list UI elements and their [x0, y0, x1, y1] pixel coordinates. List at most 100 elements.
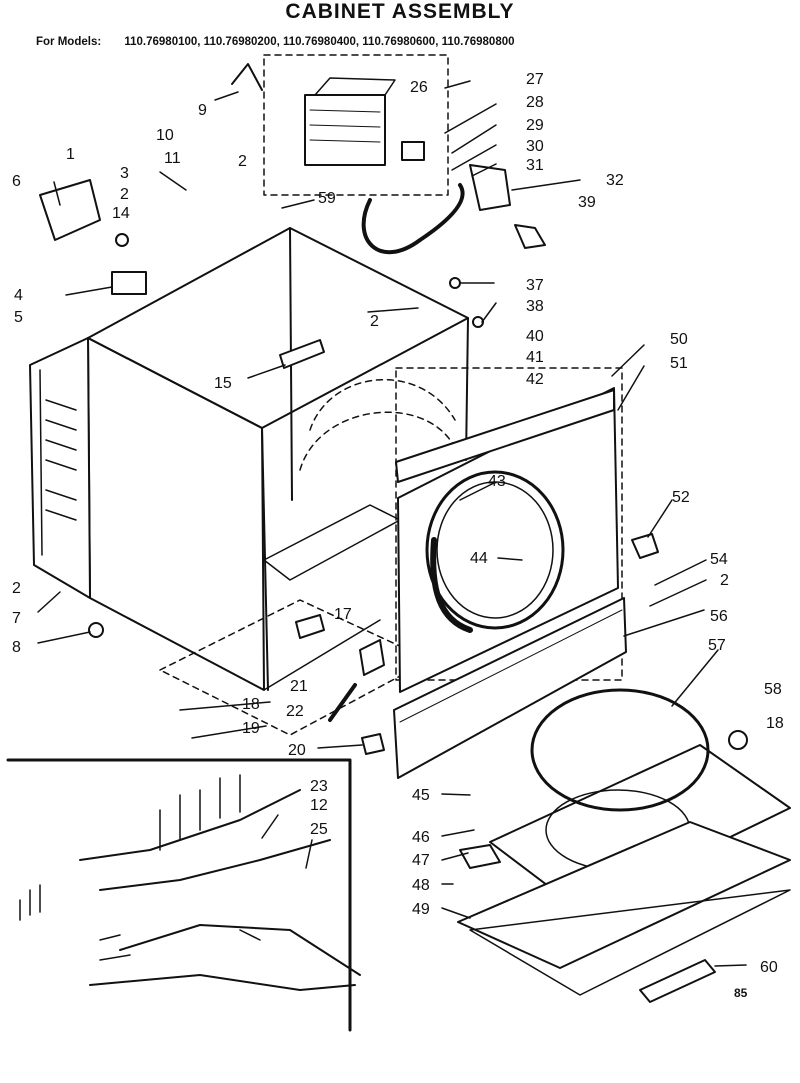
callout-8: 8: [12, 639, 21, 656]
callout-42: 42: [526, 371, 544, 388]
part-37: [449, 277, 461, 289]
callout-11: 11: [164, 150, 181, 167]
part-38: [472, 316, 484, 328]
callout-12: 12: [310, 797, 328, 814]
callout-50: 50: [670, 331, 688, 348]
models-line: For Models: 110.76980100, 110.76980200, …: [36, 36, 515, 48]
callout-22: 22: [286, 703, 304, 720]
leader-lines: [37, 80, 747, 967]
callout-57: 57: [708, 637, 726, 654]
part-17: [295, 614, 325, 639]
wiring-harness-inset: [6, 758, 361, 1032]
cabinet-left-side: [87, 337, 265, 691]
callout-2: 2: [120, 186, 129, 203]
rear-panel: [29, 337, 91, 599]
door-assembly: [457, 688, 791, 1003]
callout-54: 54: [710, 551, 728, 568]
callout-2: 2: [12, 580, 21, 597]
callout-17: 17: [334, 606, 352, 623]
callout-26: 26: [410, 79, 428, 96]
cabinet: [87, 227, 469, 736]
models-label: For Models:: [36, 36, 102, 48]
part-22: [328, 683, 357, 722]
callout-18: 18: [766, 715, 784, 732]
callout-32: 32: [606, 172, 624, 189]
callout-28: 28: [526, 94, 544, 111]
hardware-parts: [39, 63, 748, 755]
callout-58: 58: [764, 681, 782, 698]
handle-60: [639, 959, 716, 1003]
callout-18: 18: [242, 696, 260, 713]
part-39: [514, 224, 546, 249]
hinge-parts: [459, 844, 501, 869]
door-inner: [469, 889, 791, 996]
callout-44: 44: [470, 550, 488, 567]
callout-4: 4: [14, 287, 23, 304]
page-title: CABINET ASSEMBLY: [285, 0, 515, 23]
toe-kick-panel: [393, 597, 627, 779]
callout-10: 10: [156, 127, 174, 144]
callout-7: 7: [12, 610, 21, 627]
callout-21: 21: [290, 678, 308, 695]
part-14: [115, 233, 129, 247]
callout-43: 43: [488, 473, 506, 490]
callout-6: 6: [12, 173, 21, 190]
callout-30: 30: [526, 138, 544, 155]
callout-52: 52: [672, 489, 690, 506]
callout-2: 2: [720, 572, 729, 589]
door-opening: [425, 470, 565, 630]
callout-1: 1: [66, 146, 75, 163]
control-assembly: [263, 54, 546, 255]
harness-main: [79, 789, 301, 861]
part-8: [88, 622, 104, 638]
part-52: [631, 533, 659, 559]
part-15: [279, 339, 325, 369]
door-panel-49: [457, 821, 791, 969]
cabinet-base: [263, 504, 401, 581]
callout-47: 47: [412, 852, 430, 869]
part-58: [728, 730, 748, 750]
callout-5: 5: [14, 309, 23, 326]
part-1: [39, 179, 101, 241]
part-32: [469, 164, 511, 211]
callout-2: 2: [238, 153, 247, 170]
door-seal: [530, 688, 710, 812]
callout-46: 46: [412, 829, 430, 846]
part-21: [359, 639, 385, 676]
callout-2: 2: [370, 313, 379, 330]
callout-59: 59: [318, 190, 336, 207]
callout-14: 14: [112, 205, 130, 222]
callout-29: 29: [526, 117, 544, 134]
callout-45: 45: [412, 787, 430, 804]
callout-37: 37: [526, 277, 544, 294]
callout-48: 48: [412, 877, 430, 894]
callout-15: 15: [214, 375, 232, 392]
callout-31: 31: [526, 157, 544, 174]
callout-19: 19: [242, 720, 260, 737]
callout-23: 23: [310, 778, 328, 795]
page-code: 85: [734, 986, 748, 1000]
callout-41: 41: [526, 349, 544, 366]
callout-49: 49: [412, 901, 430, 918]
motor-block: [304, 94, 386, 166]
callout-51: 51: [670, 355, 688, 372]
front-top-rail: [395, 389, 615, 483]
callout-labels: 1 6 14 3 2 10 11 2 9 59 26 27 28 29 30 3…: [12, 71, 784, 976]
part-4: [111, 271, 147, 295]
drum-opening: [309, 378, 456, 431]
callout-56: 56: [710, 608, 728, 625]
inset-border: [6, 758, 352, 1032]
callout-27: 27: [526, 71, 544, 88]
callout-25: 25: [310, 821, 328, 838]
callout-20: 20: [288, 742, 306, 759]
callout-38: 38: [526, 298, 544, 315]
callout-40: 40: [526, 328, 544, 345]
callout-3: 3: [120, 165, 129, 182]
models-list: 110.76980100, 110.76980200, 110.76980400…: [124, 36, 515, 48]
part-26: [401, 141, 425, 161]
callout-9: 9: [198, 102, 207, 119]
drive-belt: [361, 183, 465, 255]
callout-60: 60: [760, 959, 778, 976]
part-20: [361, 733, 385, 755]
